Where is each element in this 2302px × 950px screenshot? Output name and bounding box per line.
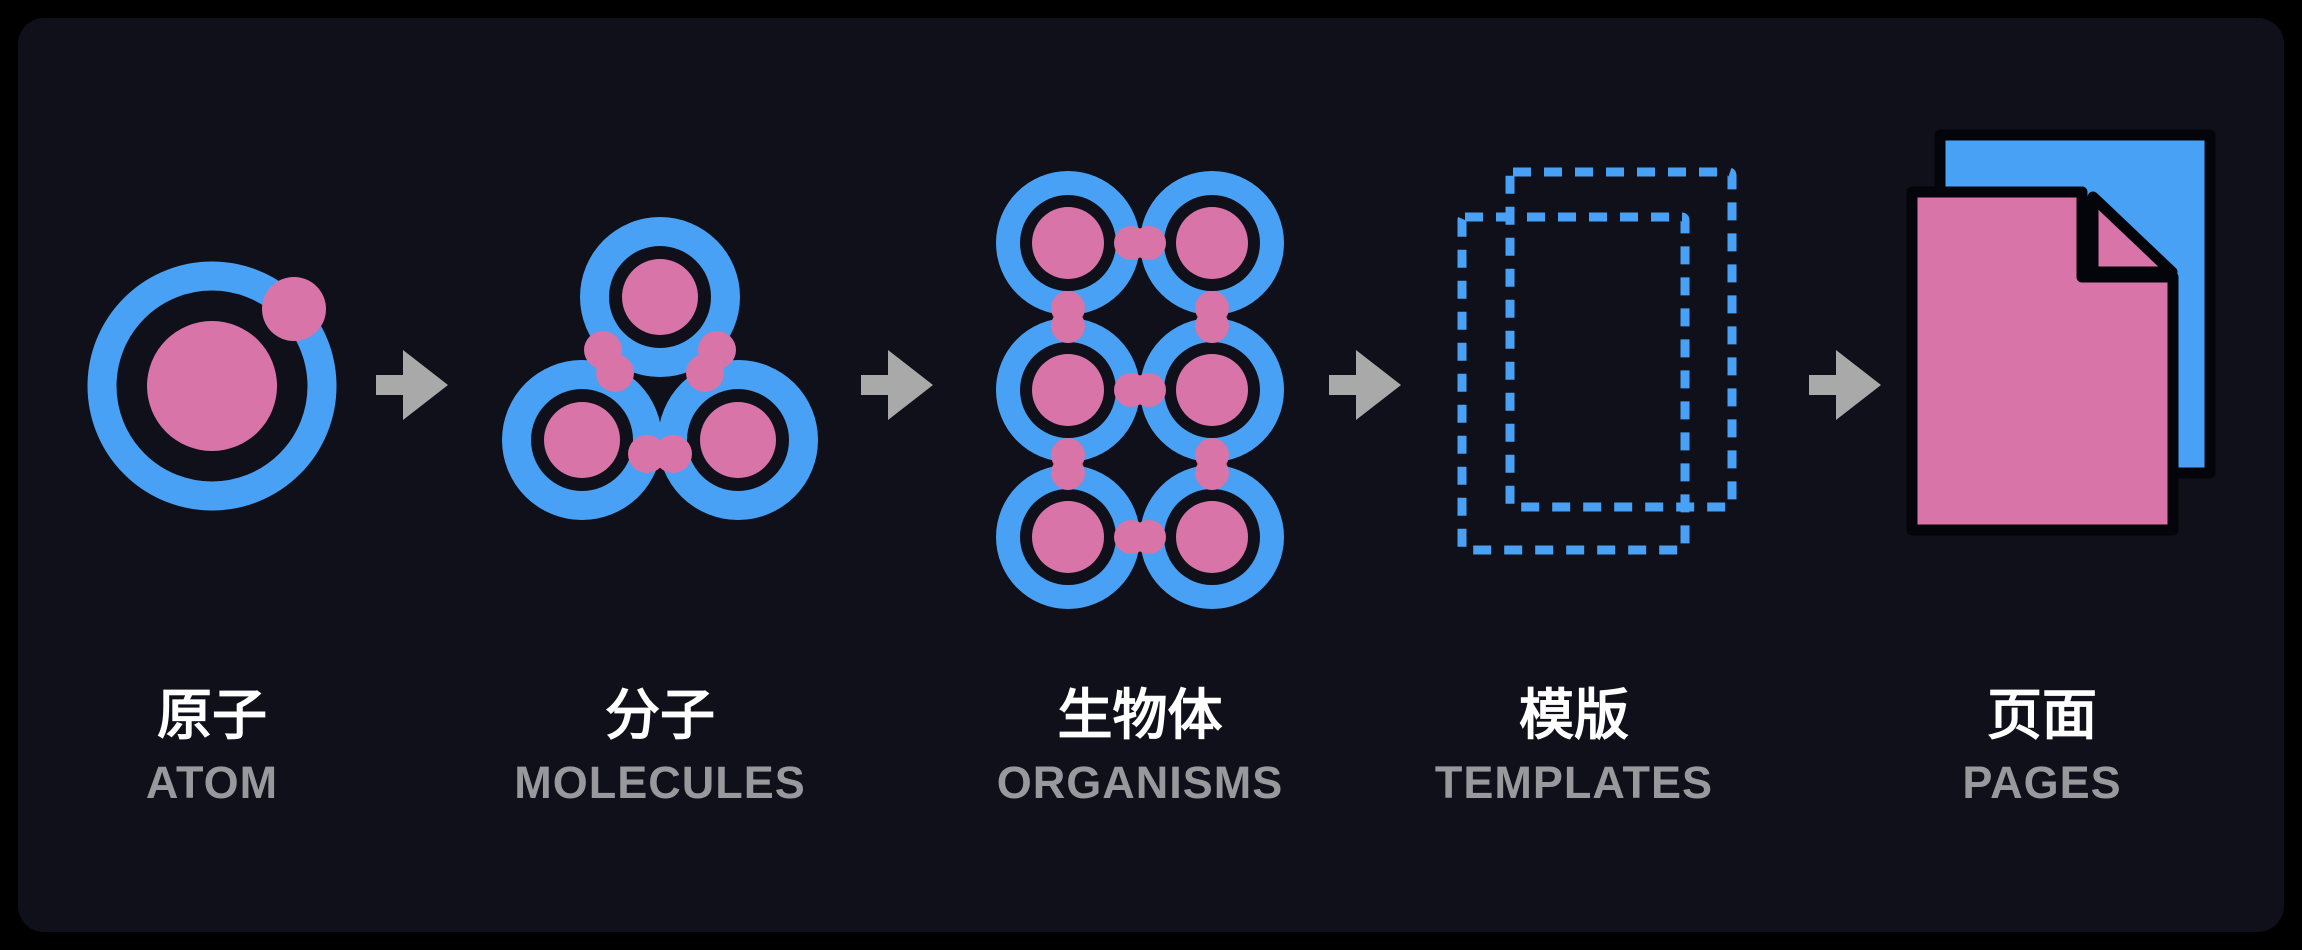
slide-panel bbox=[18, 18, 2284, 932]
stage-molecules-label-en: MOLECULES bbox=[514, 757, 806, 808]
flow-arrow-right-icon bbox=[1809, 350, 1881, 420]
templates-icon bbox=[1457, 167, 1737, 555]
stage-pages-label-en: PAGES bbox=[1962, 757, 2122, 808]
flow-arrow-right-icon bbox=[376, 350, 448, 420]
stage-organisms-label-zh: 生物体 bbox=[1057, 684, 1223, 746]
molecules-icon bbox=[502, 217, 818, 520]
stage-molecules-label-zh: 分子 bbox=[604, 684, 715, 746]
flow-arrow-right-icon bbox=[1329, 350, 1401, 420]
stage-organisms-label-en: ORGANISMS bbox=[996, 757, 1284, 808]
organisms-icon bbox=[996, 171, 1284, 609]
stage-pages-label-zh: 页面 bbox=[1986, 684, 2097, 746]
stage-atom-label-en: ATOM bbox=[145, 757, 279, 808]
atom-icon bbox=[87, 261, 337, 511]
stage-templates-label-en: TEMPLATES bbox=[1434, 757, 1714, 808]
pages-icon bbox=[1906, 129, 2216, 536]
stage-atom-label-zh: 原子 bbox=[156, 684, 267, 746]
bond-dots bbox=[1051, 226, 1229, 554]
flow-arrow-right-icon bbox=[861, 350, 933, 420]
bond-dots bbox=[584, 331, 736, 473]
stage-templates-label-zh: 模版 bbox=[1518, 684, 1629, 746]
